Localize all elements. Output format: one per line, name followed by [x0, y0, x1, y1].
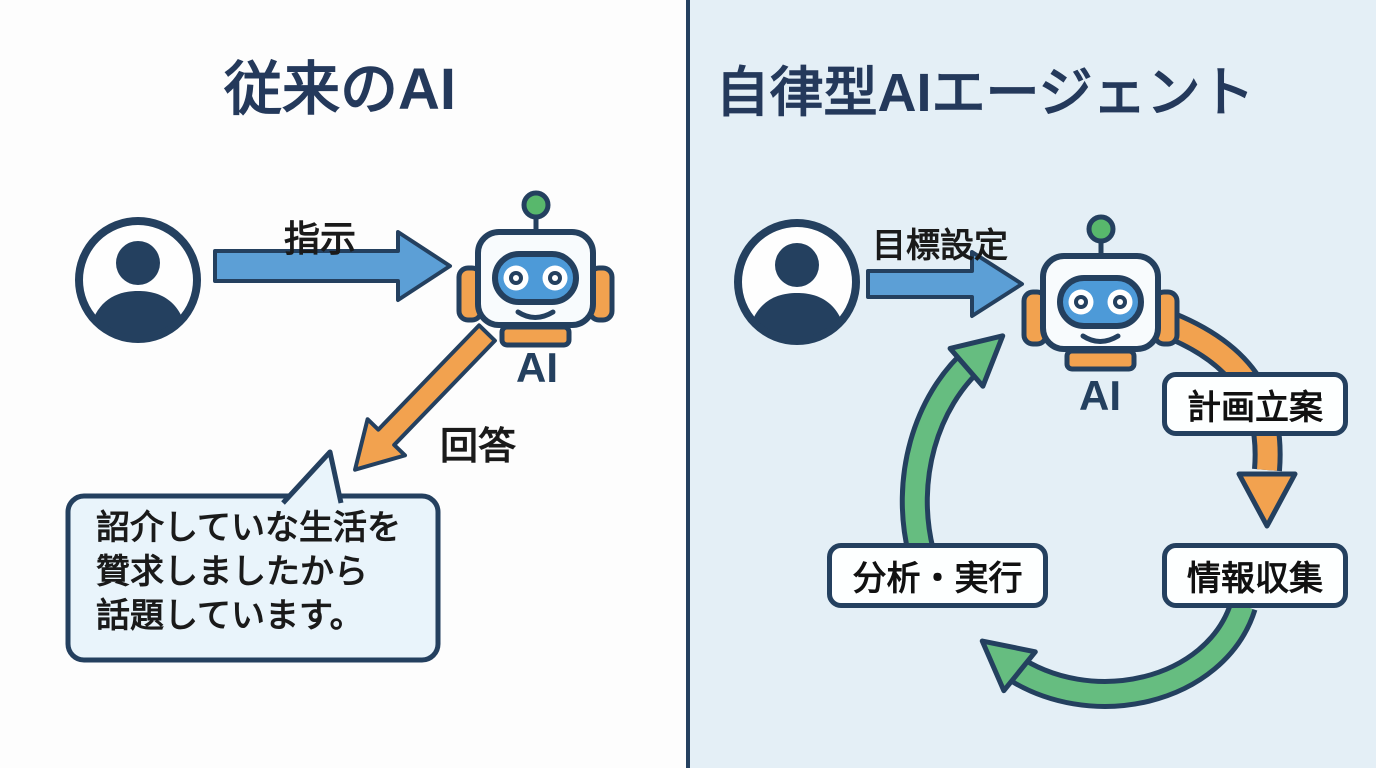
- analyze-to-robot-arrow: [899, 333, 1006, 556]
- speech-bubble-line: 詔介していな生活を: [96, 509, 401, 547]
- user-silhouette-icon: [79, 221, 197, 347]
- answer-arrow: [353, 323, 497, 472]
- user-silhouette-icon: [738, 223, 856, 349]
- speech-bubble-line: 話題しています。: [96, 597, 364, 635]
- info-gathering-box: 情報収集: [1162, 543, 1348, 608]
- speech-bubble-line: 贊求しましたから: [96, 553, 368, 591]
- plan-box: 計画立案: [1162, 372, 1348, 436]
- robot-label: AI: [1079, 372, 1121, 419]
- info-to-analyze-arrow: [979, 600, 1258, 709]
- robot-icon: [459, 193, 612, 345]
- panel-divider: [686, 0, 690, 768]
- goal-arrow-label: 目標設定: [872, 227, 1008, 265]
- analyze-execute-box: 分析・実行: [827, 543, 1048, 608]
- instruction-arrow: [213, 230, 452, 302]
- speech-bubble: [65, 449, 441, 663]
- answer-arrow-label: 回答: [439, 426, 517, 468]
- robot-label: AI: [516, 344, 558, 391]
- left-panel-title: 従来のAI: [223, 57, 457, 122]
- instruction-arrow-label: 指示: [283, 218, 357, 259]
- robot-icon: [1024, 217, 1177, 369]
- right-panel-title: 自律型AIエージェント: [715, 63, 1255, 123]
- goal-arrow: [866, 250, 1024, 318]
- speech-bubble-text: 詔介していな生活を 贊求しましたから 話題しています。: [96, 506, 401, 638]
